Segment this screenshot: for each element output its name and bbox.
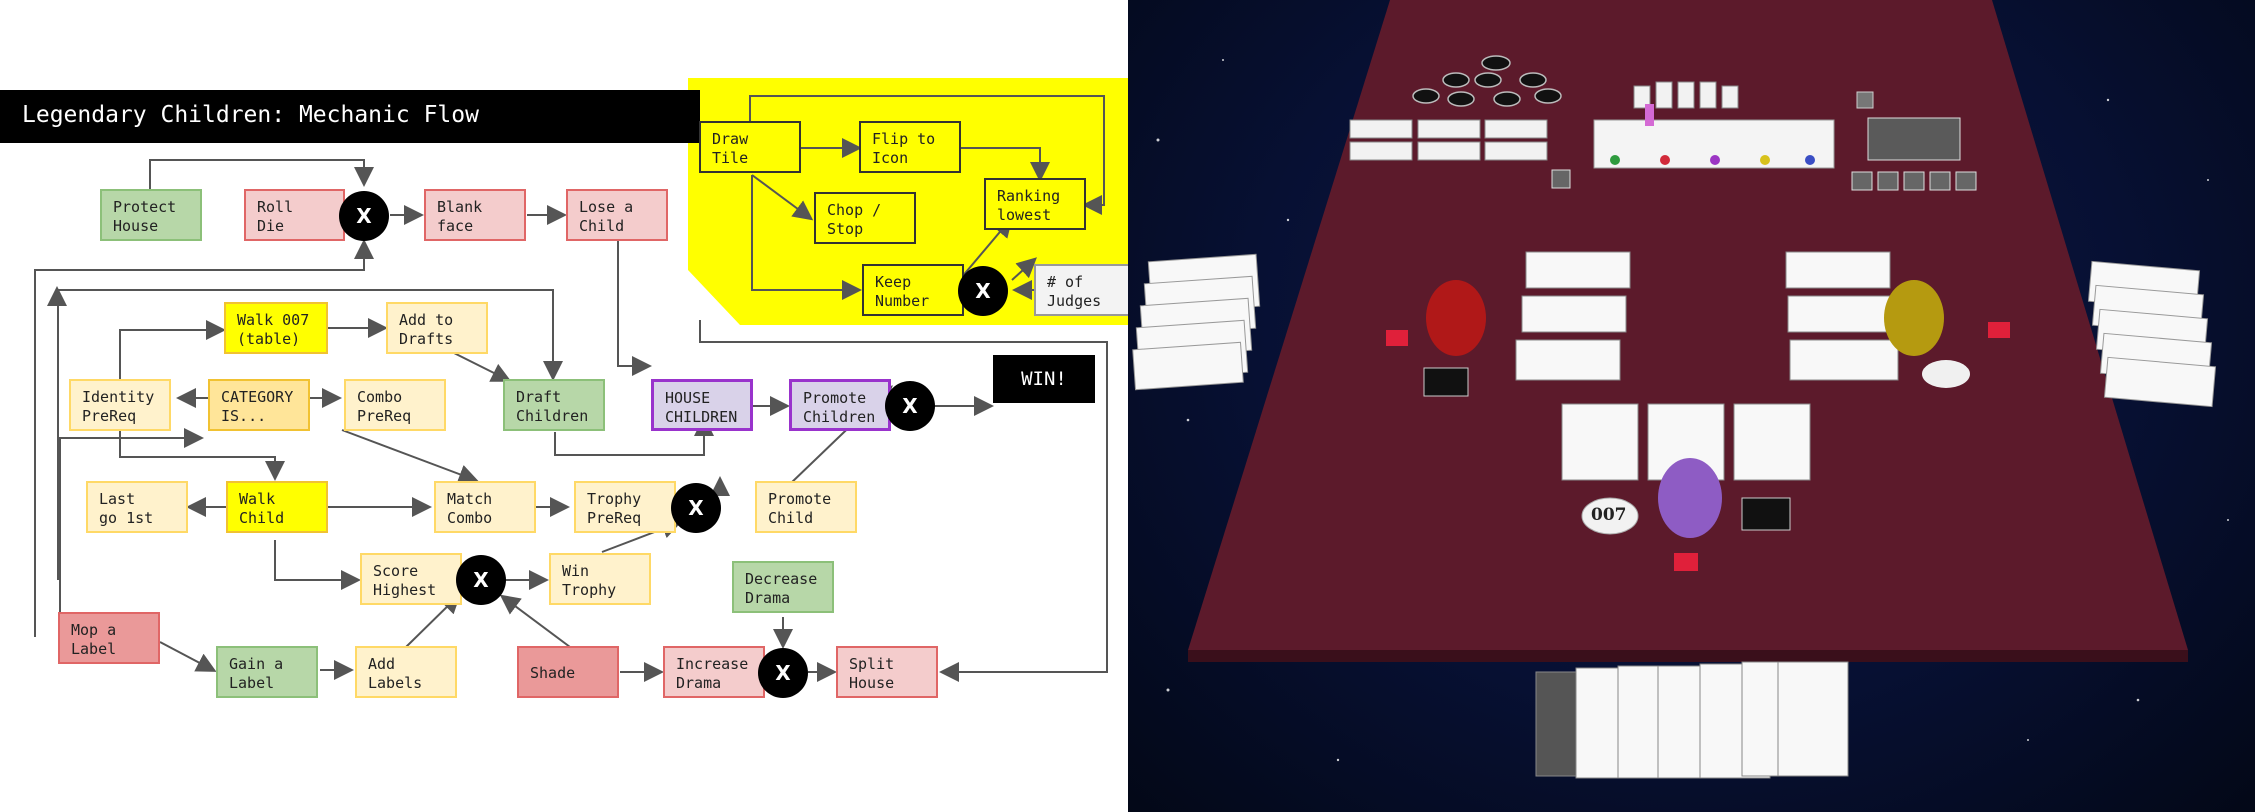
deck-top-right — [1867, 117, 1961, 161]
score-dots — [1610, 155, 1815, 165]
yellow-bag — [1884, 280, 1944, 356]
node-flip-icon: Flip to Icon — [859, 121, 961, 173]
node-last-go-first: Last go 1st — [86, 481, 188, 533]
node-add-labels: Add Labels — [355, 646, 457, 698]
top-tiles — [1349, 81, 1739, 161]
node-walk-child: Walk Child — [226, 481, 328, 533]
x-node-score: X — [456, 555, 506, 605]
node-num-judges: # of Judges — [1034, 264, 1128, 316]
node-combo-prereq: Combo PreReq — [344, 379, 446, 431]
node-keep-number: Keep Number — [862, 264, 964, 316]
node-draw-tile: Draw Tile — [699, 121, 801, 173]
left-hand-cards — [1132, 253, 1261, 391]
tabletop-screenshot: 007 — [1128, 0, 2255, 812]
win-badge: WIN! — [993, 355, 1095, 403]
node-decrease-drama: Decrease Drama — [732, 561, 834, 613]
x-node-roll: X — [339, 191, 389, 241]
node-promote-children: Promote Children — [789, 379, 891, 431]
white-token-right — [1922, 360, 1970, 388]
token-007 — [1581, 497, 1639, 535]
x-node-trophy: X — [671, 483, 721, 533]
table-edge — [1188, 650, 2188, 662]
deck-stacks — [1551, 169, 1977, 191]
judge-discs — [1412, 55, 1562, 107]
node-protect-house: Protect House — [100, 189, 202, 241]
node-house-children: HOUSE CHILDREN — [651, 379, 753, 431]
mechanic-flow-diagram: Legendary Children: Mechanic Flow — [0, 78, 1128, 698]
red-bag — [1426, 280, 1486, 356]
node-chop-stop: Chop / Stop — [814, 192, 916, 244]
node-score-highest: Score Highest — [360, 553, 462, 605]
tabletop-scene — [1132, 0, 2229, 779]
node-match-combo: Match Combo — [434, 481, 536, 533]
right-hand-cards — [2087, 260, 2217, 408]
token-007-label: 007 — [1591, 505, 1627, 525]
center-right-cards — [1785, 251, 1899, 381]
x-node-judges: X — [958, 266, 1008, 316]
node-category-is: CATEGORY IS... — [208, 379, 310, 431]
x-node-promote: X — [885, 381, 935, 431]
node-draft-children: Draft Children — [503, 379, 605, 431]
node-win-trophy: Win Trophy — [549, 553, 651, 605]
node-trophy-prereq: Trophy PreReq — [574, 481, 676, 533]
node-mop-label: Mop a Label — [58, 612, 160, 664]
node-gain-label: Gain a Label — [216, 646, 318, 698]
purple-bag — [1658, 458, 1722, 538]
bottom-hand-cards — [1535, 661, 1849, 779]
x-node-drama: X — [758, 648, 808, 698]
red-marker-1 — [1386, 330, 1408, 346]
table-top — [1188, 0, 2188, 650]
node-roll-die: Roll Die — [244, 189, 345, 241]
title-bar: Legendary Children: Mechanic Flow — [0, 90, 700, 143]
node-identity-prereq: Identity PreReq — [69, 379, 171, 431]
node-shade: Shade — [517, 646, 619, 698]
node-walk-007: Walk 007 (table) — [224, 302, 328, 354]
center-left-cards — [1515, 251, 1631, 381]
red-marker-2 — [1988, 322, 2010, 338]
flow-arrows — [34, 95, 1108, 682]
node-increase-drama: Increase Drama — [663, 646, 765, 698]
die-left — [1423, 367, 1469, 397]
page-title: Legendary Children: Mechanic Flow — [22, 102, 479, 128]
red-marker-3 — [1674, 553, 1698, 571]
node-split-house: Split House — [836, 646, 938, 698]
die-center — [1741, 497, 1791, 531]
node-blank-face: Blank face — [424, 189, 526, 241]
pink-pawn — [1645, 104, 1654, 126]
node-add-to-drafts: Add to Drafts — [386, 302, 488, 354]
node-ranking-lowest: Ranking lowest — [984, 178, 1086, 230]
node-promote-child: Promote Child — [755, 481, 857, 533]
node-lose-child: Lose a Child — [566, 189, 668, 241]
